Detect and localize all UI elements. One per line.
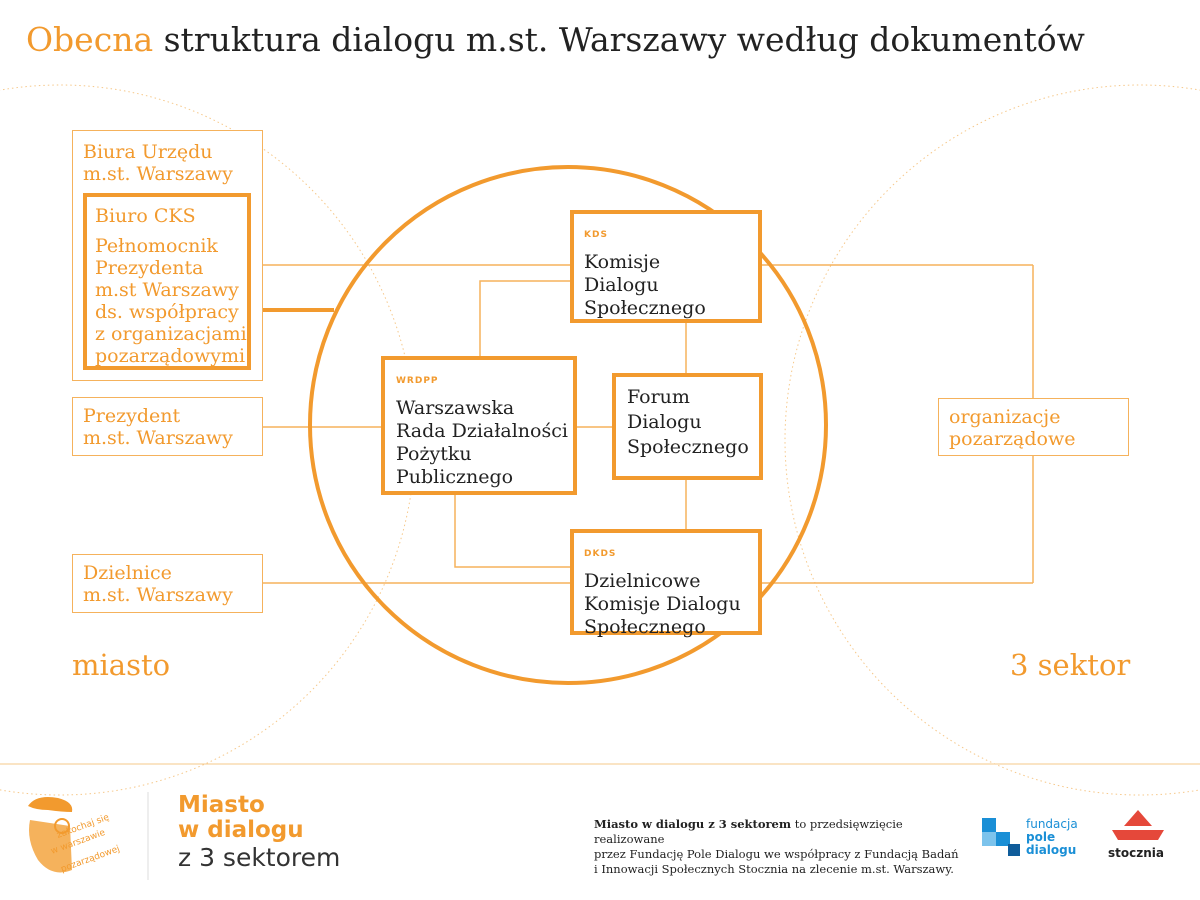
dzielnice-line-2: m.st. Warszawy — [83, 584, 233, 606]
pole-dialogu-icon — [982, 818, 1020, 856]
title-rest: struktura dialogu m.st. Warszawy według … — [153, 20, 1085, 59]
kds-tag: KDS — [584, 230, 608, 240]
pole-dialogu-text: fundacja pole dialogu — [1026, 818, 1078, 857]
label-3-sektor: 3 sektor — [1010, 648, 1131, 682]
dkds-line-3: Społecznego — [584, 616, 706, 638]
page-title: Obecna struktura dialogu m.st. Warszawy … — [26, 20, 1085, 59]
title-accent: Obecna — [26, 20, 154, 59]
biura-line-2: m.st. Warszawy — [83, 163, 233, 185]
desc-line-2: przez Fundację Pole Dialogu we współprac… — [594, 847, 959, 861]
biura-line-1: Biura Urzędu — [83, 141, 213, 163]
forum-line-2: Dialogu — [627, 411, 702, 433]
dzielnice-box: Dzielnice m.st. Warszawy — [72, 554, 263, 613]
wrdpp-label: WRDPP Warszawska Rada Działalności Pożyt… — [396, 370, 568, 489]
cks-line-2: Prezydenta — [95, 257, 204, 279]
dzielnice-label: Dzielnice m.st. Warszawy — [83, 562, 233, 606]
desc-rest: to przedsięwzięcie realizowane — [594, 817, 903, 846]
wrdpp-line-3: Pożytku — [396, 443, 472, 465]
dkds-line-2: Komisje Dialogu — [584, 593, 741, 615]
cks-line-6: pozarządowymi — [95, 345, 246, 367]
hair-shape — [28, 797, 73, 812]
kds-line-1: Komisje — [584, 251, 661, 273]
forum-label: Forum Dialogu Społecznego — [627, 385, 749, 460]
prezydent-line-2: m.st. Warszawy — [83, 427, 233, 449]
kds-line-3: Społecznego — [584, 297, 706, 319]
dkds-label: DKDS Dzielnicowe Komisje Dialogu Społecz… — [584, 543, 741, 639]
kds-label: KDS Komisje Dialogu Społecznego — [584, 224, 706, 320]
dzielnice-line-1: Dzielnice — [83, 562, 172, 584]
logo-title-line-1: Miasto — [178, 792, 265, 818]
cks-title: Biuro CKS — [95, 205, 196, 227]
desc-line-3: i Innowacji Społecznych Stocznia na zlec… — [594, 862, 954, 876]
wrdpp-line-1: Warszawska — [396, 397, 515, 419]
connectors — [263, 264, 1034, 584]
dkds-tag: DKDS — [584, 549, 617, 559]
glasses-icon — [54, 818, 70, 834]
label-miasto: miasto — [72, 648, 171, 682]
cks-line-4: ds. współpracy — [95, 301, 239, 323]
kds-line-2: Dialogu — [584, 274, 659, 296]
dkds-line-1: Dzielnicowe — [584, 570, 701, 592]
ngo-line-1: organizacje — [949, 406, 1061, 428]
wrdpp-line-4: Publicznego — [396, 466, 514, 488]
cks-line-3: m.st Warszawy — [95, 279, 239, 301]
prezydent-label: Prezydent m.st. Warszawy — [83, 405, 233, 449]
pd-line-3: dialogu — [1026, 843, 1077, 857]
kds-box: KDS Komisje Dialogu Społecznego — [570, 210, 762, 323]
desc-bold: Miasto w dialogu z 3 sektorem — [594, 817, 792, 831]
wrdpp-tag: WRDPP — [396, 376, 439, 386]
zakochaj-logo: zakochaj się w warszawie pozarządowej — [28, 797, 121, 875]
cks-box: Biuro CKS Pełnomocnik Prezydenta m.st Wa… — [83, 193, 251, 370]
ngo-line-2: pozarządowe — [949, 428, 1076, 450]
forum-box: Forum Dialogu Społecznego — [612, 373, 763, 480]
prezydent-box: Prezydent m.st. Warszawy — [72, 397, 263, 456]
logo-title-line-2: w dialogu — [178, 817, 304, 843]
ngo-box: organizacje pozarządowe — [938, 398, 1129, 456]
dkds-box: DKDS Dzielnicowe Komisje Dialogu Społecz… — [570, 529, 762, 638]
wrdpp-box: WRDPP Warszawska Rada Działalności Pożyt… — [381, 356, 577, 495]
footer-logo: Miasto w dialogu z 3 sektorem — [178, 793, 341, 873]
pd-line-1: fundacja — [1026, 817, 1078, 831]
cks-label: Biuro CKS Pełnomocnik Prezydenta m.st Wa… — [95, 205, 247, 367]
footer-logo-title: Miasto w dialogu — [178, 793, 340, 843]
wrdpp-line-2: Rada Działalności — [396, 420, 568, 442]
ngo-label: organizacje pozarządowe — [949, 406, 1075, 450]
stocznia-text: stocznia — [1108, 846, 1164, 860]
forum-line-1: Forum — [627, 386, 690, 408]
forum-line-3: Społecznego — [627, 436, 749, 458]
dialogue-circle — [308, 165, 828, 685]
stocznia-boat-icon — [1112, 810, 1164, 840]
cks-line-1: Pełnomocnik — [95, 235, 218, 257]
footer-logo-sub: z 3 sektorem — [178, 843, 341, 872]
biura-label: Biura Urzędu m.st. Warszawy — [83, 141, 233, 185]
pd-line-2: pole — [1026, 830, 1056, 844]
cks-line-5: z organizacjami — [95, 323, 247, 345]
prezydent-line-1: Prezydent — [83, 405, 181, 427]
footer-description: Miasto w dialogu z 3 sektorem to przedsi… — [594, 817, 964, 877]
